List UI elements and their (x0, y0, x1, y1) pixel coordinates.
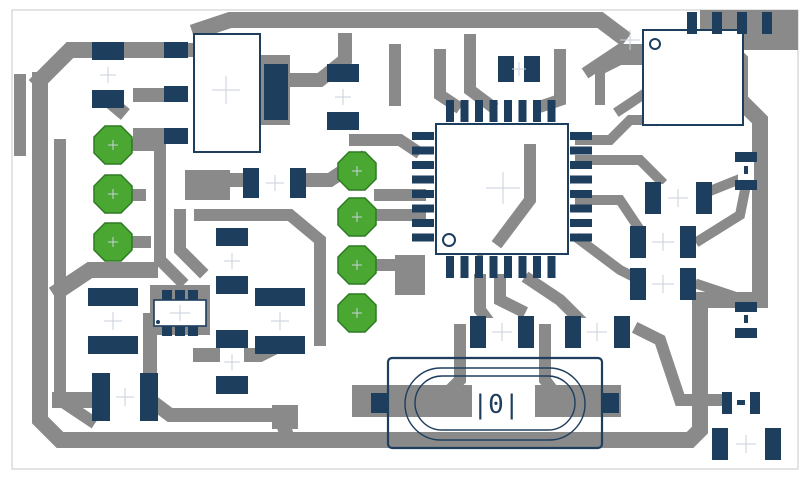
ic-bottom2-trace (494, 274, 529, 319)
header-to-ic-trace (107, 139, 189, 289)
qfp-pin-bottom (518, 256, 527, 278)
qfp-pin-top (518, 100, 527, 122)
resistor-r1 (243, 168, 306, 198)
led-bottom-right (735, 302, 757, 338)
regulator-tab (264, 64, 288, 120)
capacitor-c2 (327, 64, 359, 130)
top-right-ic-body (642, 29, 744, 126)
header-mid (337, 151, 377, 333)
capacitor-c5 (92, 373, 158, 421)
qfp-pin-left (412, 146, 434, 155)
top-right-ic (620, 10, 798, 126)
resistor-r9 (565, 316, 630, 348)
capacitor-c6 (498, 56, 540, 82)
led-top-right (735, 152, 757, 190)
regulator-pin3 (164, 128, 188, 144)
qfp-pin-top (489, 100, 498, 122)
resistor-r4 (645, 182, 712, 214)
qfp-pin-bottom (489, 256, 498, 278)
cap-big-trace (48, 262, 158, 302)
top-trace (189, 12, 632, 47)
resistor-r7 (712, 428, 781, 460)
qfp-pin-right (570, 233, 592, 242)
resistor-r5 (630, 226, 696, 258)
qfp-pin-right (570, 146, 592, 155)
qfp-pin-right (570, 132, 592, 140)
ic-right2-trace (575, 155, 668, 188)
ic-topright-trace (581, 44, 646, 79)
crystal-oscillator: |0| (371, 356, 619, 450)
regulator-pin2 (164, 86, 188, 102)
hdr2-bottom-pour (395, 255, 425, 295)
res-bottom-out-trace (693, 278, 752, 307)
resistor-r3 (216, 330, 248, 394)
resistor-r6 (630, 268, 696, 300)
qfp-pin-left (412, 161, 434, 169)
regulator-pin1 (164, 42, 188, 58)
qfp-pin-right (570, 175, 592, 184)
qfp-pin-left (412, 219, 434, 227)
qfp-pin-left (412, 175, 434, 184)
qfp-pin-top (547, 100, 556, 122)
pin1-marker (442, 233, 456, 247)
qfp-pin-bottom (533, 256, 541, 278)
qfp-pin-top (504, 100, 512, 122)
qfp-pin-top (446, 100, 454, 122)
resistor-r2 (216, 228, 248, 294)
via-pad (272, 405, 298, 429)
crystal-symbol: |0| (473, 390, 520, 420)
qfp-pin-top (475, 100, 483, 122)
qfp-pin-right (570, 219, 592, 227)
diag-trace-1 (595, 55, 645, 105)
resistor-r8 (470, 316, 534, 348)
led-bottom (722, 392, 760, 414)
hdr2-pin1-trace (349, 134, 424, 159)
qfp-pin-left (412, 233, 434, 242)
ic-right1-trace (575, 115, 655, 145)
voltage-regulator (164, 33, 290, 153)
qfp-pin-top (460, 100, 469, 122)
mid-left-trace (174, 209, 209, 279)
regulator-origin (212, 76, 240, 104)
capacitor-c3 (88, 288, 138, 354)
capacitor-c4 (255, 288, 305, 354)
capacitor-c1 (92, 42, 124, 108)
xtal-left-pour (352, 385, 472, 417)
qfp-pin-right (570, 161, 592, 169)
top-left-trace (28, 42, 188, 92)
bottom-right-trace (631, 321, 726, 406)
qfp-pin-bottom (475, 256, 483, 278)
qfp-pin-right (570, 204, 592, 213)
qfp-pin-bottom (504, 256, 512, 278)
res-left-pour (185, 170, 230, 200)
header-left (93, 125, 133, 262)
ic-right3-trace (575, 195, 647, 237)
qfp-pin-top (533, 100, 541, 122)
qfp-pin-bottom (547, 256, 556, 278)
qfp-pin-bottom (446, 256, 454, 278)
regulator-body (193, 33, 261, 153)
qfp-pin-left (412, 204, 434, 213)
res-mid-out-trace (693, 184, 751, 247)
qfp-pin-right (570, 190, 592, 198)
qfp-pin-left (412, 132, 434, 140)
microcontroller-qfp (412, 100, 592, 278)
qfp-pin-left (412, 190, 434, 198)
ic-top3-trace (464, 34, 499, 114)
mid-right-trace (194, 209, 326, 346)
qfp-pin-bottom (460, 256, 469, 278)
small-ic (150, 285, 210, 336)
